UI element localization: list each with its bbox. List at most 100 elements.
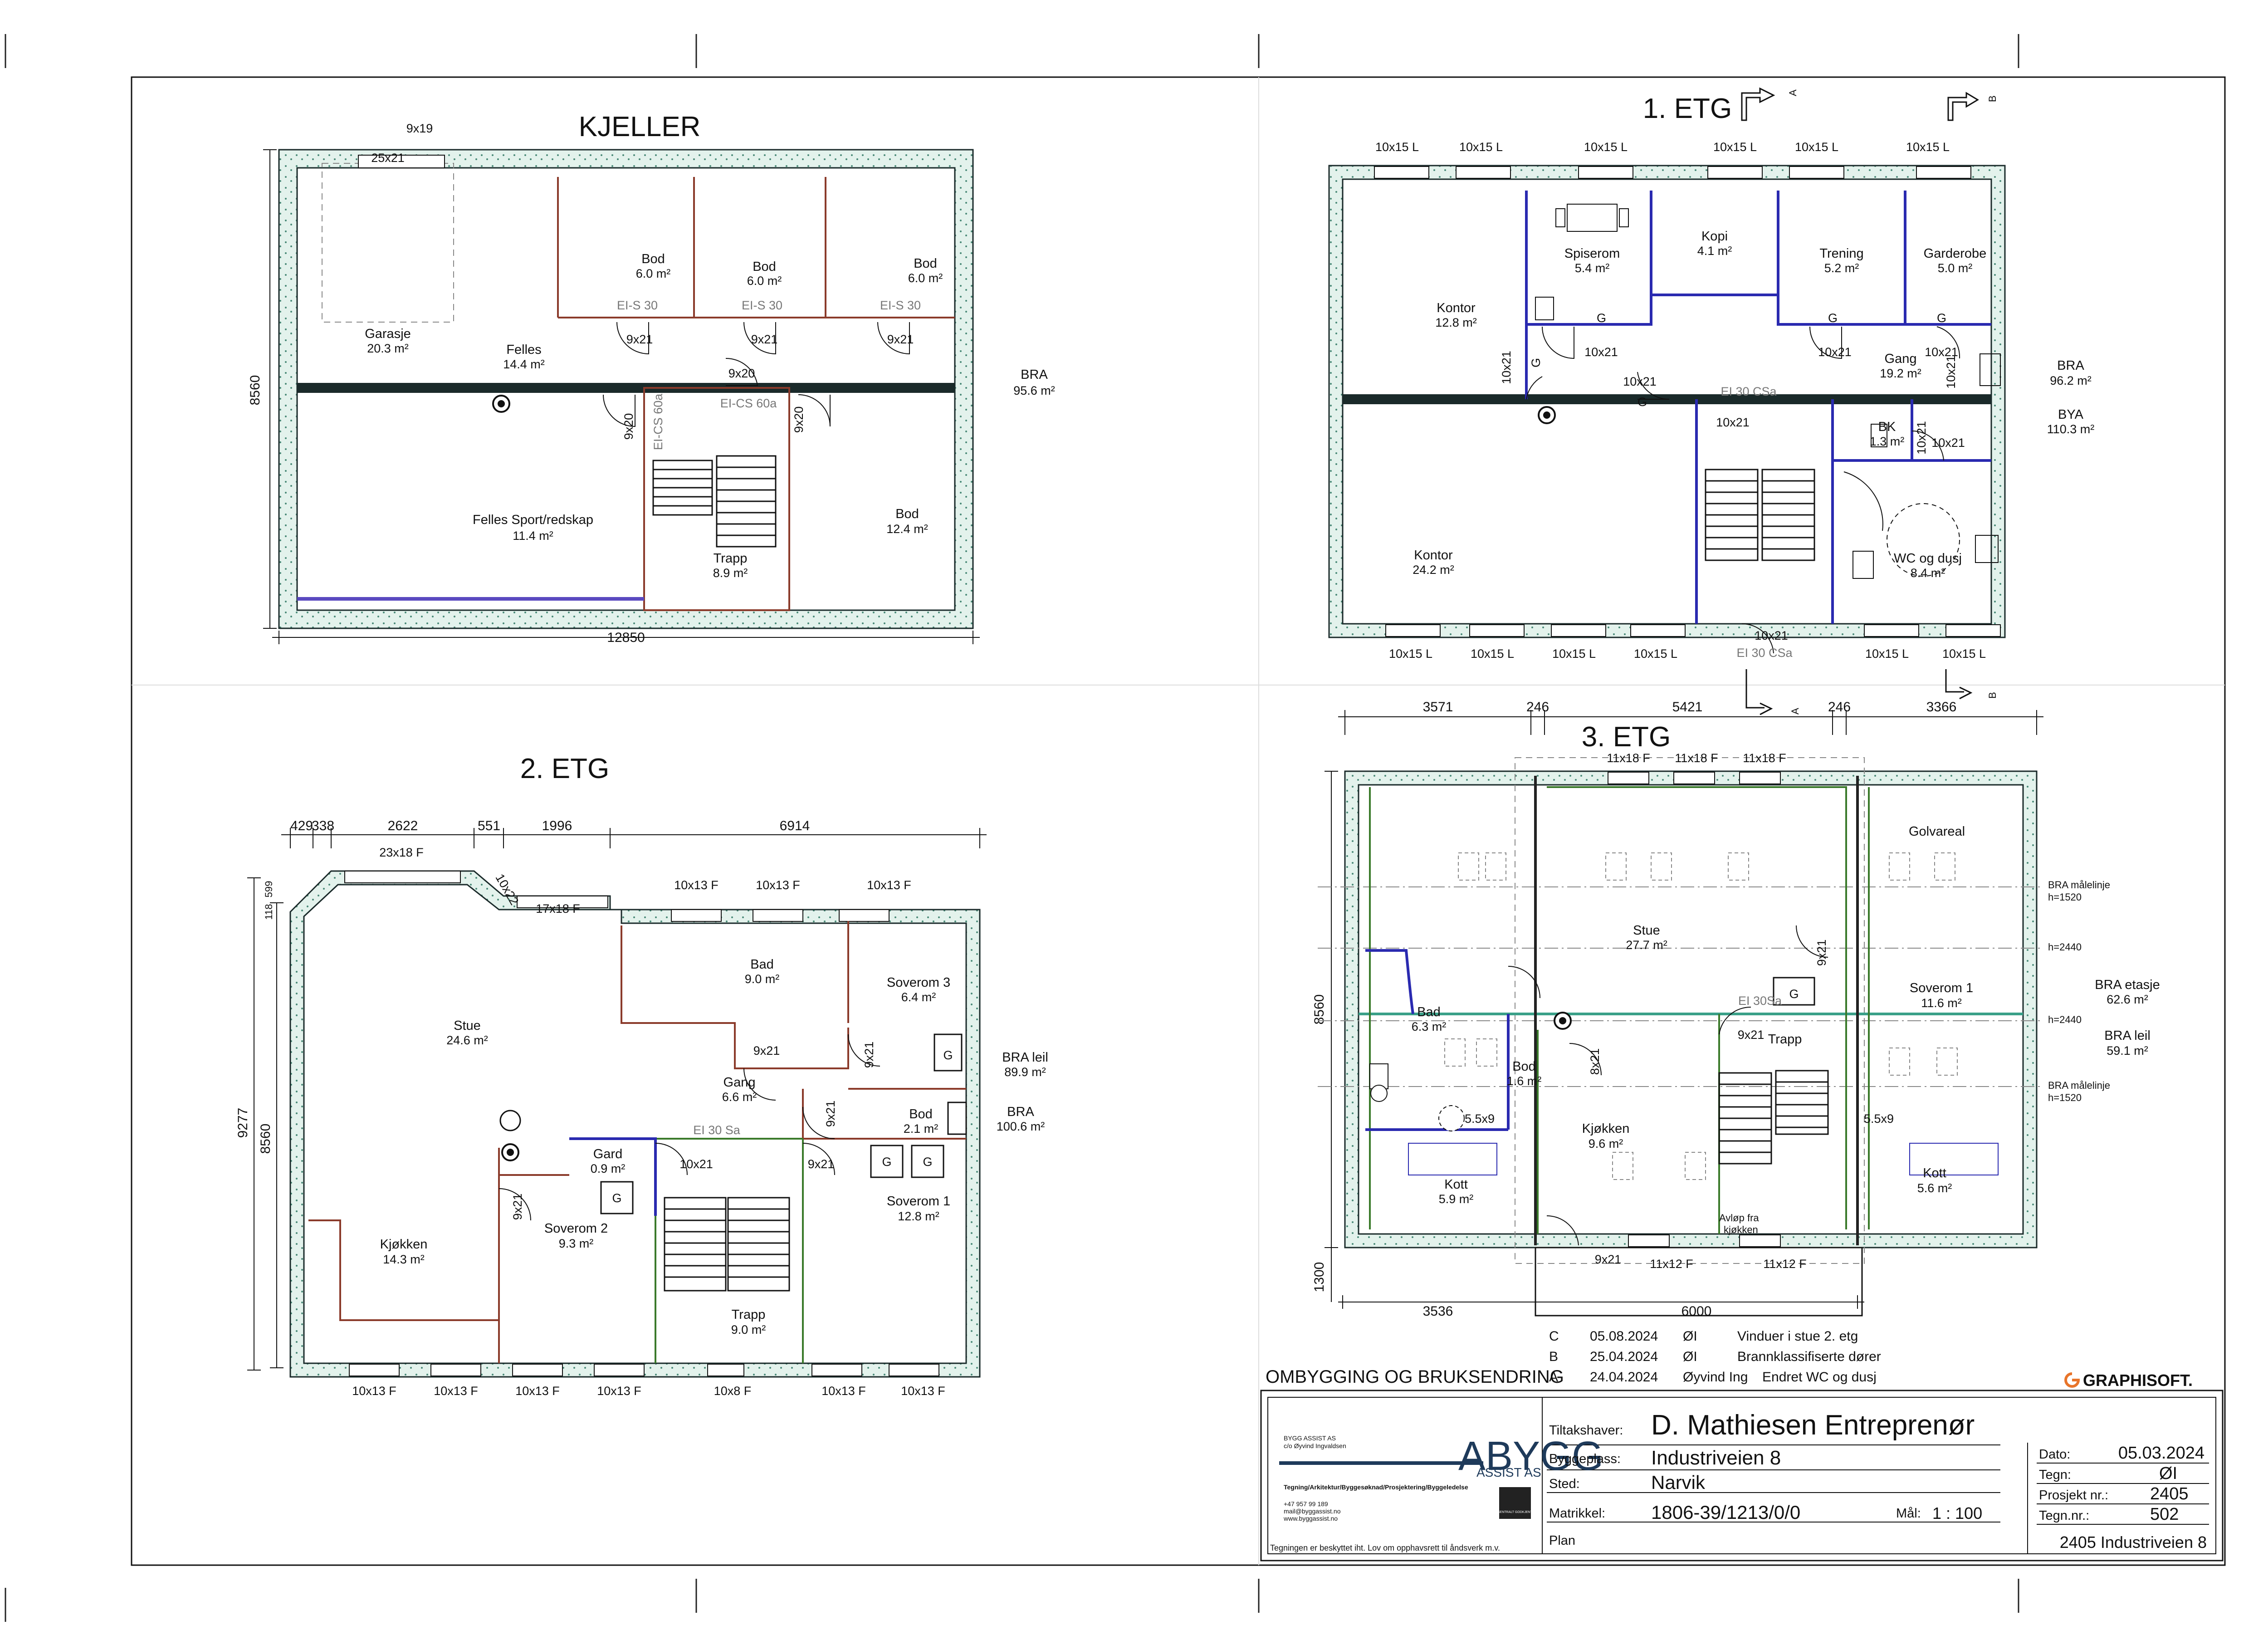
- dimension-width: 12850: [607, 630, 645, 645]
- window-label: 10x8 F: [714, 1384, 752, 1398]
- room-name: Trening: [1819, 246, 1863, 261]
- window-label: 10x15 L: [1375, 140, 1419, 154]
- window-label: 10x13 F: [901, 1384, 945, 1398]
- revision-date: 24.04.2024: [1590, 1370, 1658, 1385]
- window-label: 11x12 F: [1650, 1257, 1693, 1271]
- room-name: Golvareal: [1909, 824, 1965, 839]
- bya-value: 110.3 m²: [2047, 422, 2095, 436]
- room-name: Soverom 1: [1910, 981, 1973, 995]
- room-area: 9.3 m²: [559, 1237, 594, 1250]
- etg1-section-marks-bottom: [1745, 669, 1973, 715]
- dimension: 3571: [1423, 700, 1453, 715]
- fire-rating: EI 30 Sa: [693, 1123, 741, 1137]
- etg1-interior-walls: [1525, 191, 1991, 624]
- prosjekt: 2405: [2150, 1484, 2189, 1503]
- dato-label: Dato:: [2039, 1447, 2070, 1462]
- plan-label: Plan: [1549, 1533, 1575, 1548]
- door-label: 10x21: [679, 1157, 713, 1171]
- room-name: Kott: [1923, 1166, 1946, 1180]
- section-mark-a: A: [1787, 89, 1799, 96]
- room-name: WC og dusj: [1894, 551, 1962, 566]
- fire-rating: EI 30 CSa: [1721, 385, 1777, 398]
- g-mark: G: [1828, 311, 1838, 325]
- room-name: Kott: [1444, 1177, 1468, 1192]
- window-label: 10x15 L: [1634, 647, 1677, 661]
- door-label: 10x21: [1584, 345, 1618, 359]
- etg1-door-swings: [1526, 326, 1960, 654]
- dimension: 429: [290, 818, 313, 833]
- door-label: 9x20: [792, 406, 806, 433]
- kjeller-stairs: [652, 455, 777, 548]
- door-label: 10x21: [1818, 345, 1852, 359]
- room-name: Bod: [753, 259, 776, 274]
- dato: 05.03.2024: [2118, 1444, 2204, 1463]
- revision-code: B: [1549, 1349, 1558, 1364]
- phone[interactable]: +47 957 99 189: [1284, 1500, 1328, 1508]
- door-label: 5.5x9: [1864, 1112, 1894, 1126]
- etg2-appliances: [600, 1033, 967, 1214]
- room-name: Kjøkken: [380, 1237, 428, 1252]
- maal: 1 : 100: [1932, 1504, 1982, 1523]
- room-area: 9.0 m²: [745, 972, 780, 986]
- email[interactable]: mail@byggassist.no: [1284, 1508, 1341, 1515]
- fire-rating: EI-CS 60a: [651, 393, 665, 450]
- room-name: Soverom 3: [887, 975, 950, 990]
- door-label: 9x21: [751, 333, 778, 346]
- company-name: BYGG ASSIST AS: [1284, 1434, 1336, 1442]
- revision-text: Brannklassifiserte dører: [1737, 1349, 1881, 1364]
- room-area: 6.3 m²: [1412, 1020, 1447, 1033]
- company-logo-sub: ASSIST AS: [1476, 1465, 1541, 1479]
- room-name: Trapp: [714, 551, 748, 566]
- window-label: 10x13 F: [756, 878, 800, 892]
- window-label: 10x13 F: [352, 1384, 396, 1398]
- graphisoft-text: GRAPHISOFT.: [2083, 1371, 2193, 1390]
- sheet-border: [131, 76, 2226, 1566]
- door-label: 8x21: [1588, 1048, 1602, 1075]
- window-label: 10x15 L: [1906, 140, 1950, 154]
- etg3-balcony: [1535, 1247, 1863, 1317]
- room-name: Bod: [1512, 1059, 1536, 1074]
- etg1-plan: 1. ETG A B: [1328, 87, 2095, 715]
- tegnnr-label: Tegn.nr.:: [2039, 1508, 2089, 1523]
- room-area: 5.0 m²: [1938, 261, 1973, 275]
- room-area: 6.0 m²: [908, 271, 943, 285]
- room-area: 12.8 m²: [898, 1209, 939, 1223]
- title-block-frame: [1260, 1390, 2224, 1562]
- room-area: 14.3 m²: [383, 1253, 425, 1266]
- section-mark-b: B: [1987, 692, 1998, 699]
- etg3-measure-lines: [1318, 886, 2043, 1087]
- etg3-exterior-wall: [1344, 770, 2038, 1248]
- door-label: 5.5x9: [1465, 1112, 1495, 1126]
- prosjekt-label: Prosjekt nr.:: [2039, 1488, 2108, 1503]
- bra-value: 100.6 m²: [997, 1120, 1045, 1133]
- bra-etasje-value: 62.6 m²: [2107, 993, 2148, 1006]
- door-label: 9x21: [887, 333, 914, 346]
- etg2-stairs: [664, 1197, 790, 1292]
- title-block: BYGG ASSIST AS c/o Øyvind Ingvaldsen ABY…: [1260, 1390, 2224, 1562]
- room-area: 9.6 m²: [1589, 1137, 1623, 1150]
- etg2-windows: [344, 871, 939, 1376]
- etg3-dormer-outline: [1515, 757, 1865, 1264]
- room-name: Kjøkken: [1582, 1121, 1630, 1136]
- tegn: ØI: [2159, 1464, 2177, 1483]
- window-label: 10x15 L: [1713, 140, 1757, 154]
- sted-label: Sted:: [1549, 1477, 1580, 1491]
- room-area: 8.4 m²: [1911, 566, 1945, 580]
- height-label: h=1520: [2048, 891, 2082, 903]
- bra-etasje-label: BRA etasje: [2095, 978, 2160, 992]
- fire-rating: EI 30 CSa: [1736, 646, 1793, 660]
- etg1-exterior-wall: [1328, 165, 2006, 638]
- kjeller-plan: KJELLER Bod 6.0 m² Bod 6.0 m²: [248, 111, 1055, 645]
- room-name: Bod: [895, 507, 919, 521]
- project-heading: OMBYGGING OG BRUKSENDRING: [1266, 1367, 1564, 1387]
- room-area: 19.2 m²: [1880, 367, 1921, 380]
- dimension-small: 118: [263, 904, 274, 920]
- matrikkel-label: Matrikkel:: [1549, 1506, 1605, 1521]
- dimension: 3536: [1423, 1304, 1453, 1319]
- door-label: 9x21: [824, 1101, 837, 1127]
- room-area: 24.2 m²: [1413, 563, 1454, 577]
- bra-value: 96.2 m²: [2050, 374, 2092, 387]
- room-area: 8.9 m²: [713, 566, 748, 580]
- website[interactable]: www.byggassist.no: [1283, 1515, 1338, 1522]
